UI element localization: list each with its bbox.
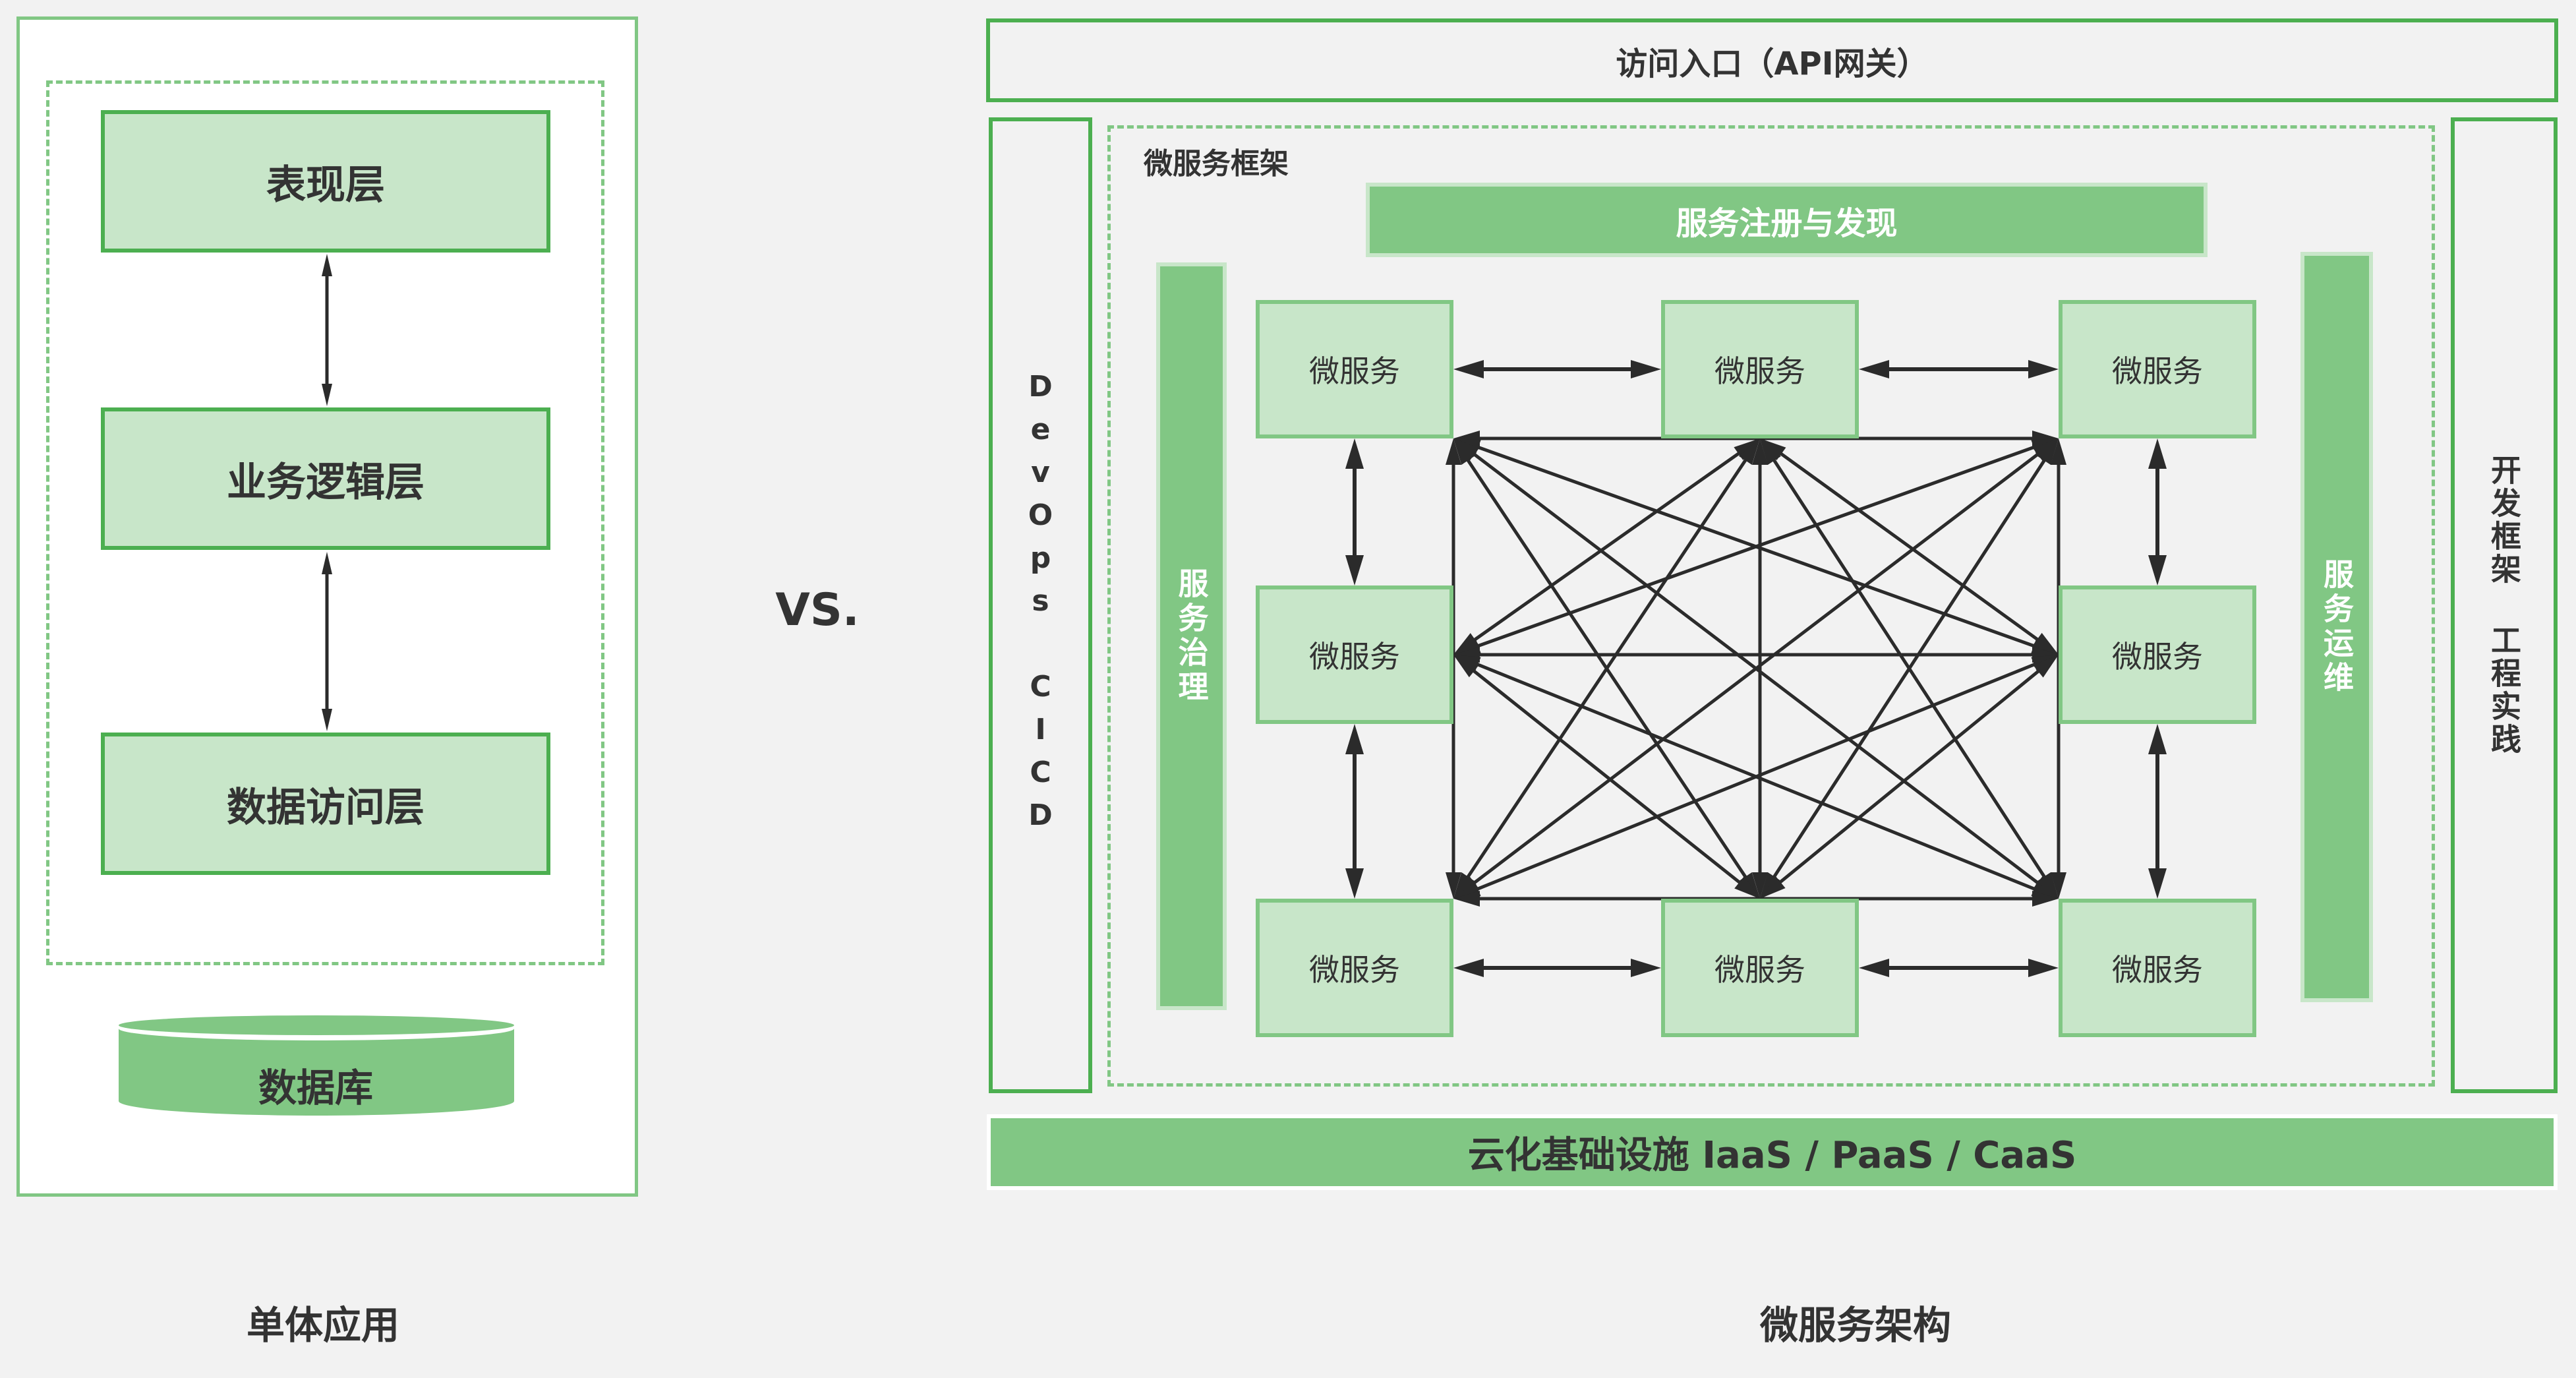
- node-label: 微服务: [1714, 353, 1805, 389]
- microservice-node-top-left: 微服务: [1256, 300, 1453, 438]
- service-governance-label: 服务治理: [1173, 568, 1210, 705]
- data-access-layer: 数据访问层: [101, 733, 550, 875]
- node-label: 微服务: [1309, 952, 1400, 988]
- microservice-node-middle-left: 微服务: [1256, 585, 1453, 724]
- dev-practice-label: 开发框架 工程实践: [2486, 454, 2522, 756]
- microservice-node-top-right: 微服务: [2059, 300, 2256, 438]
- database-cylinder-icon: [119, 1015, 514, 1116]
- microservice-node-top-middle: 微服务: [1661, 300, 1859, 438]
- service-registry-bar: 服务注册与发现: [1366, 183, 2208, 257]
- database-label: 数据库: [258, 1065, 373, 1110]
- service-operations-label: 服务运维: [2319, 558, 2355, 696]
- microservice-node-middle-right: 微服务: [2059, 585, 2256, 724]
- api-gateway-label: 访问入口（API网关）: [1616, 45, 1929, 82]
- data-access-layer-label: 数据访问层: [227, 784, 424, 831]
- monolith-caption: 单体应用: [246, 1303, 399, 1348]
- microservice-node-bottom-right: 微服务: [2059, 899, 2256, 1037]
- api-gateway-box: 访问入口（API网关）: [986, 18, 2558, 102]
- cloud-infrastructure-bar: 云化基础设施 IaaS / PaaS / CaaS: [987, 1114, 2558, 1190]
- devops-cicd-column: DevOps CICD: [989, 117, 1092, 1093]
- node-label: 微服务: [2112, 353, 2203, 389]
- microservices-caption: 微服务架构: [1759, 1303, 1951, 1348]
- node-label: 微服务: [2112, 639, 2203, 674]
- microservice-node-bottom-left: 微服务: [1256, 899, 1453, 1037]
- dev-practice-column: 开发框架 工程实践: [2451, 117, 2558, 1093]
- business-logic-layer-label: 业务逻辑层: [227, 459, 424, 506]
- presentation-layer: 表现层: [101, 110, 550, 253]
- node-label: 微服务: [1714, 952, 1805, 988]
- cloud-infrastructure-label: 云化基础设施 IaaS / PaaS / CaaS: [1467, 1134, 2077, 1177]
- devops-cicd-label: DevOps CICD: [1024, 369, 1057, 841]
- service-registry-label: 服务注册与发现: [1676, 204, 1898, 242]
- service-governance-bar: 服务治理: [1156, 262, 1227, 1010]
- node-label: 微服务: [1309, 639, 1400, 674]
- node-label: 微服务: [1309, 353, 1400, 389]
- versus-label: VS.: [775, 584, 860, 636]
- presentation-layer-label: 表现层: [266, 162, 385, 208]
- business-logic-layer: 业务逻辑层: [101, 407, 550, 550]
- microservice-node-bottom-middle: 微服务: [1661, 899, 1859, 1037]
- microservice-framework-title: 微服务框架: [1144, 147, 1289, 181]
- service-operations-bar: 服务运维: [2300, 252, 2373, 1002]
- node-label: 微服务: [2112, 952, 2203, 988]
